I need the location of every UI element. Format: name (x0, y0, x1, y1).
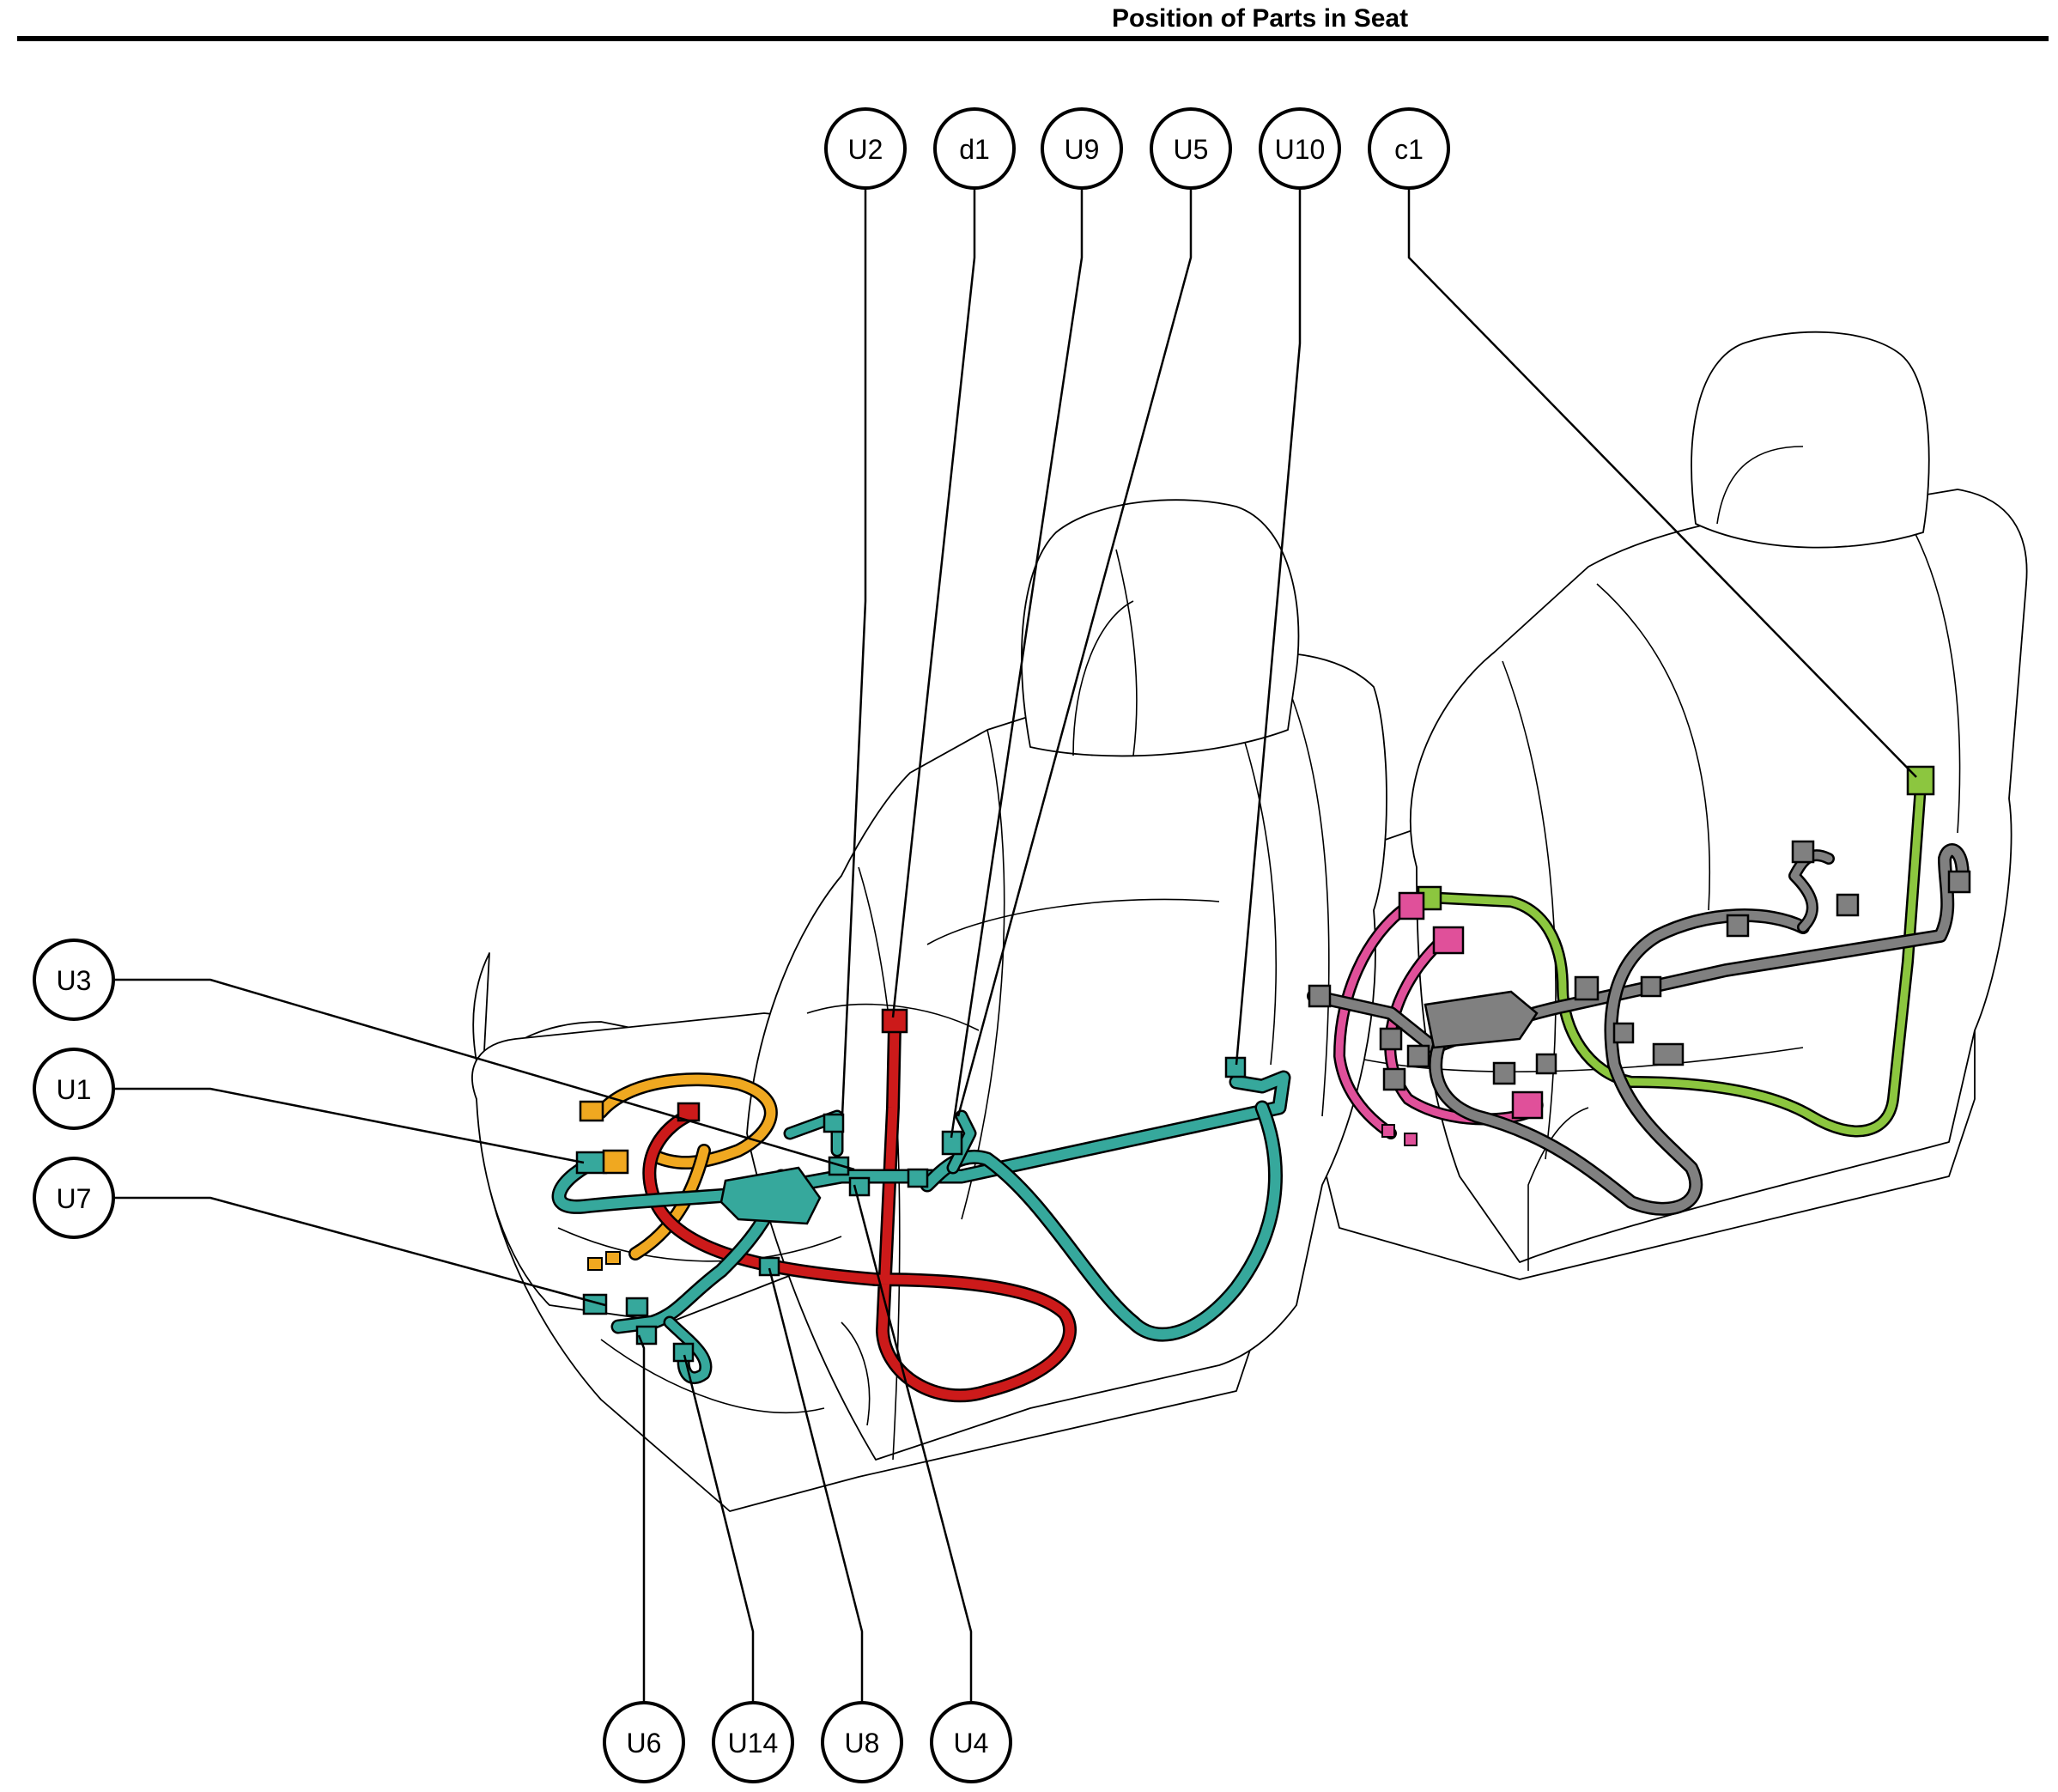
page-title: Position of Parts in Seat (1112, 4, 1409, 33)
callout-u8[interactable]: U8 (821, 1701, 903, 1783)
green-harness (1417, 765, 1935, 1138)
front-seat-back (746, 652, 1387, 1461)
callout-u3[interactable]: U3 (33, 939, 115, 1021)
pink-harness (1333, 891, 1544, 1146)
teal-connectors (575, 1056, 1247, 1363)
junction-block (719, 1166, 822, 1225)
callout-label: U7 (57, 1183, 92, 1214)
rear-seat-back (1409, 489, 2028, 1263)
callout-label: U6 (627, 1728, 662, 1759)
callout-u1[interactable]: U1 (33, 1048, 115, 1130)
callout-label: U14 (728, 1728, 779, 1759)
callout-d1[interactable]: d1 (933, 107, 1016, 190)
callout-label: U5 (1174, 134, 1209, 165)
gray-connectors (1308, 840, 1971, 1091)
callout-label: U4 (954, 1728, 989, 1759)
callout-u9[interactable]: U9 (1041, 107, 1123, 190)
callout-c1[interactable]: c1 (1368, 107, 1450, 190)
callout-label: U1 (57, 1074, 92, 1105)
callout-u2[interactable]: U2 (824, 107, 907, 190)
callout-u4[interactable]: U4 (930, 1701, 1012, 1783)
title-rule (17, 36, 2049, 41)
leader-lines (105, 179, 1917, 1711)
callout-label: U9 (1065, 134, 1100, 165)
front-seat (471, 499, 1387, 1512)
callout-u6[interactable]: U6 (603, 1701, 685, 1783)
callout-u14[interactable]: U14 (712, 1701, 794, 1783)
callout-label: U10 (1275, 134, 1326, 165)
rear-junction-block (1424, 990, 1539, 1049)
front-headrest (1021, 499, 1300, 757)
callout-label: d1 (959, 134, 990, 165)
callout-label: c1 (1394, 134, 1424, 165)
callout-u5[interactable]: U5 (1150, 107, 1232, 190)
callout-label: U2 (848, 134, 883, 165)
callout-label: U3 (57, 965, 92, 996)
callout-label: U8 (845, 1728, 880, 1759)
rear-headrest (1691, 331, 1930, 549)
callout-u7[interactable]: U7 (33, 1157, 115, 1239)
callout-u10[interactable]: U10 (1259, 107, 1341, 190)
